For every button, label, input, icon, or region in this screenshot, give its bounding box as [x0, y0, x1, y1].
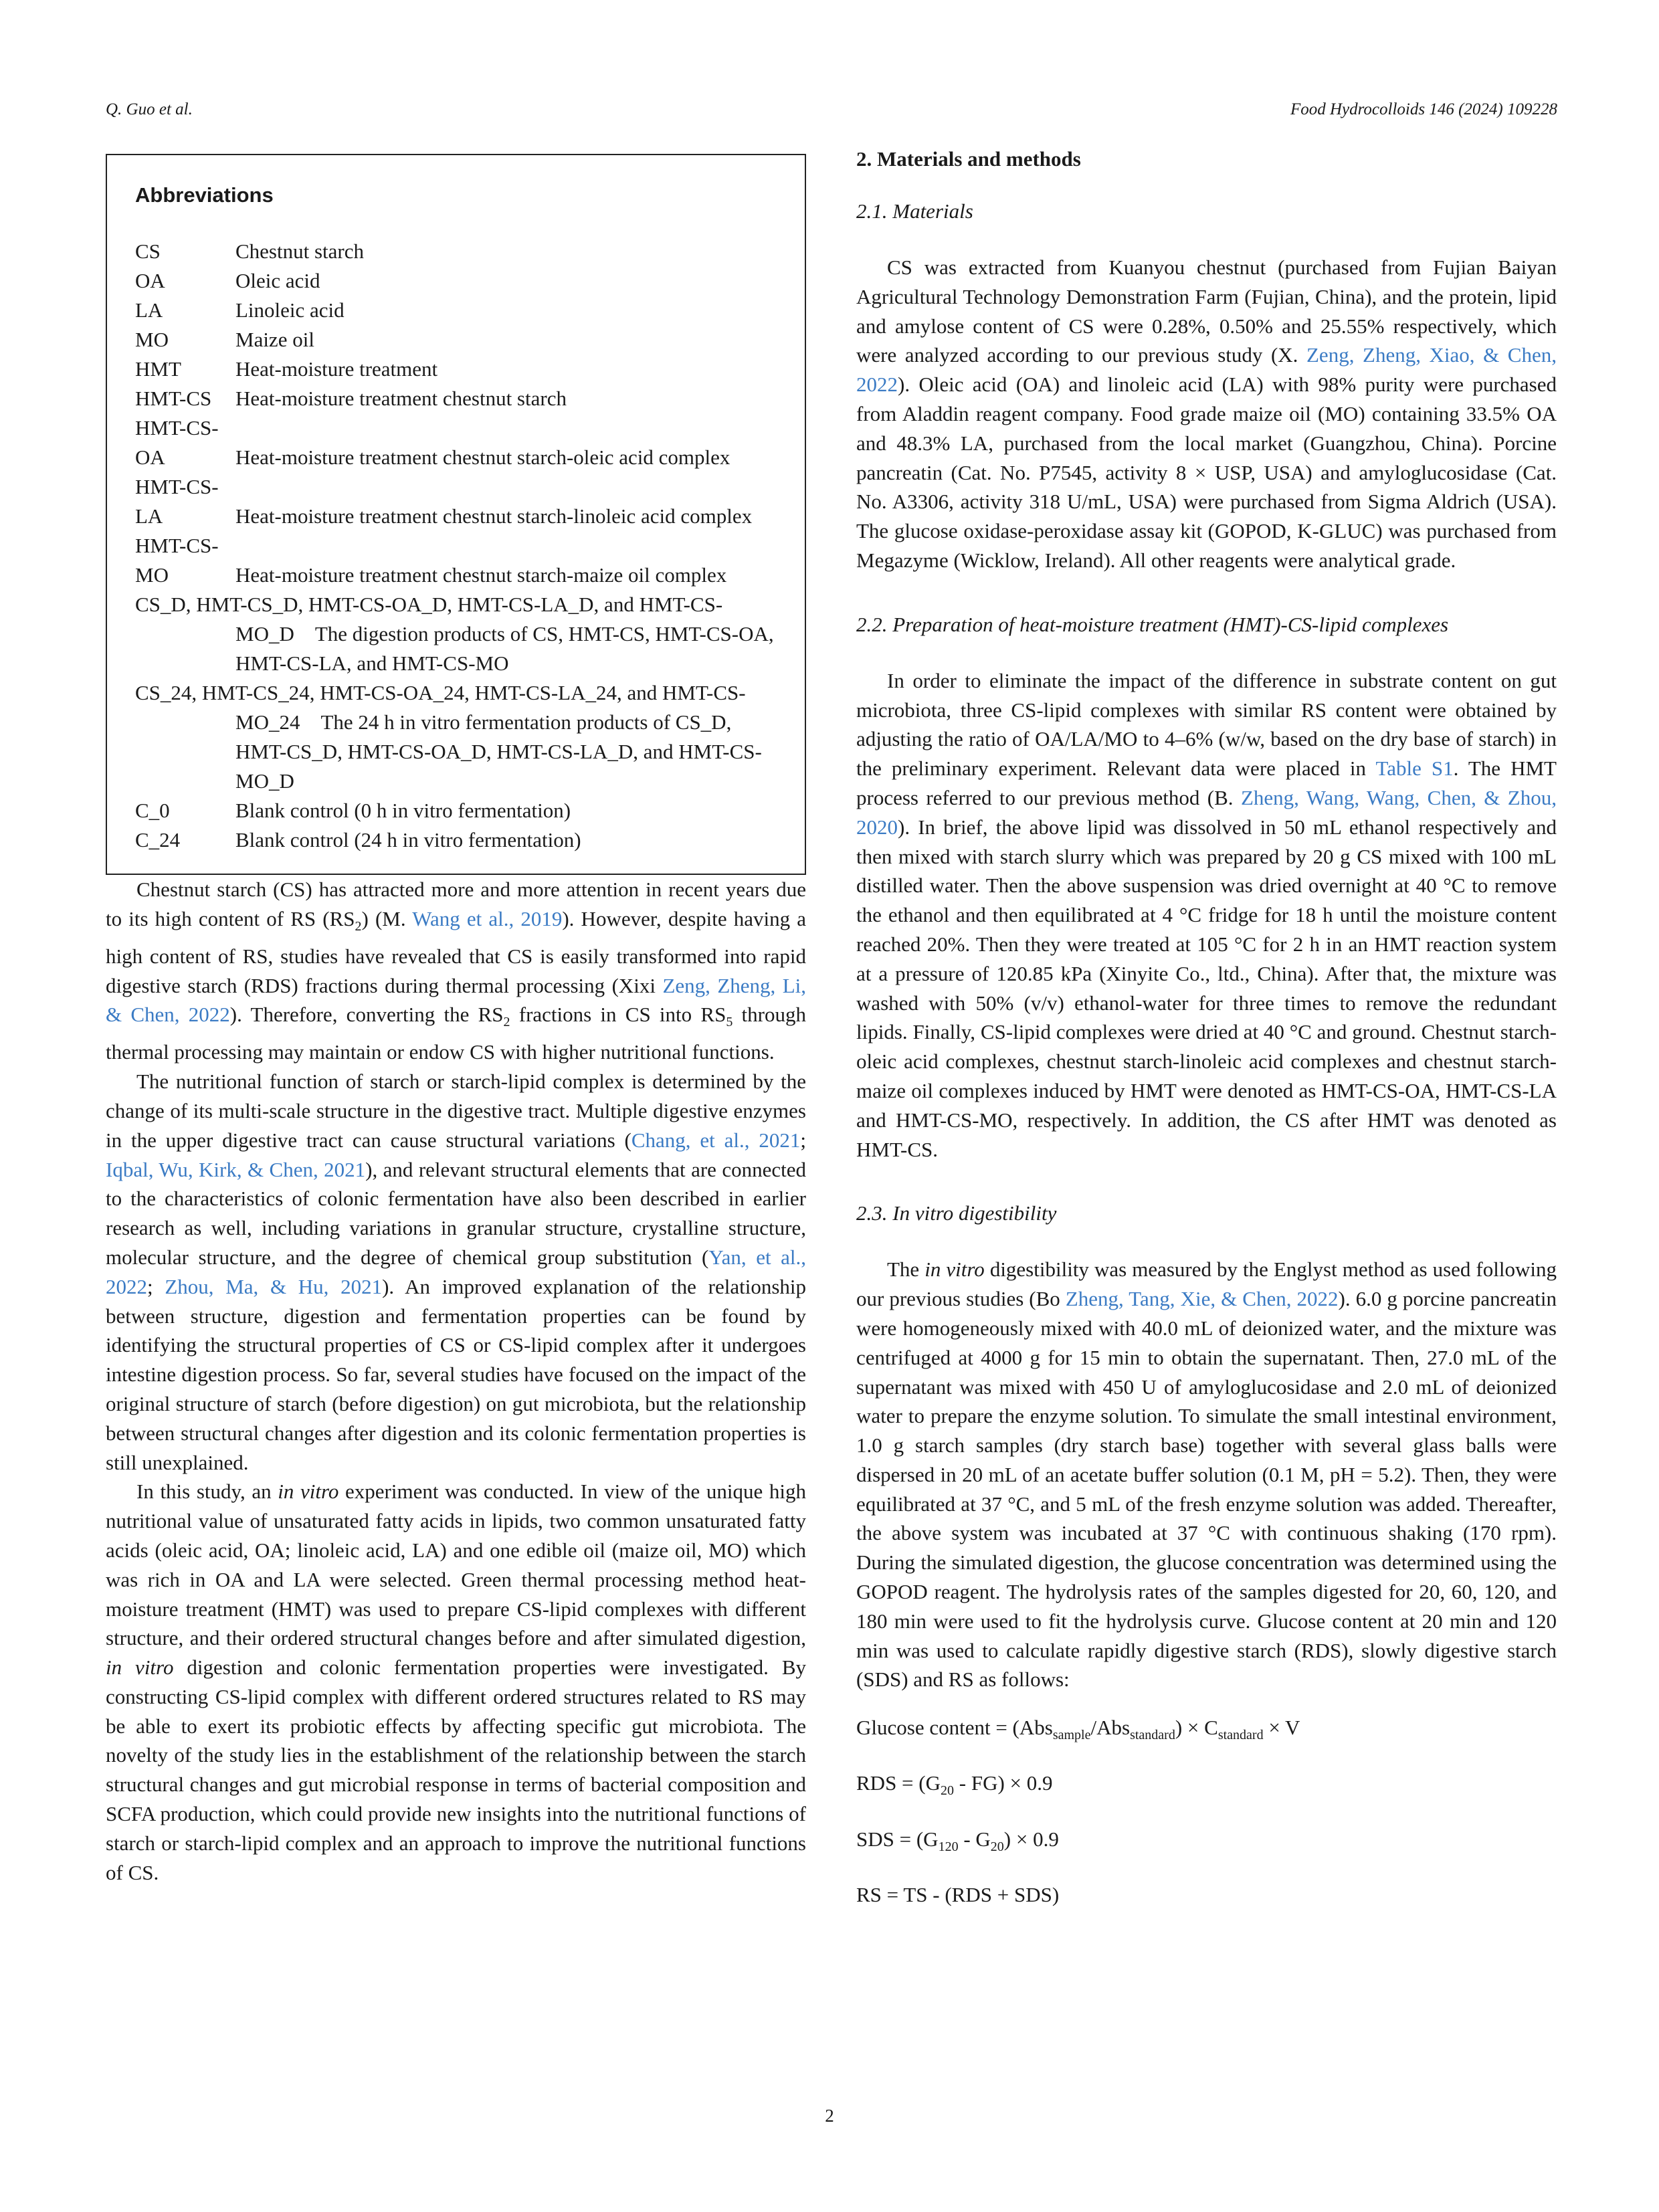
citation-link[interactable]: Zheng, Wang, Wang, Chen, & Zhou, 2020 [856, 785, 1557, 839]
abbreviation-definition: The 24 h in vitro fermentation products … [235, 710, 762, 793]
citation-link[interactable]: Zeng, Zheng, Li, & Chen, 2022 [106, 973, 806, 1027]
abbreviation-term: HMT [135, 357, 181, 381]
abbreviation-term: HMT-CS [135, 387, 212, 410]
abbreviation-definition: Heat-moisture treatment chestnut starch-… [235, 445, 730, 469]
abbreviation-term: MO [135, 328, 169, 351]
abbreviation-row: LA Linoleic acid [135, 296, 778, 325]
abbreviation-term: LA [135, 298, 163, 322]
intro-paragraph-3: In this study, an in vitro experiment wa… [106, 1480, 806, 1884]
abbreviation-row: HMT-CS-OA Heat-moisture treatment chestnu… [135, 413, 778, 472]
page-number: 2 [825, 2106, 834, 2126]
digestibility-paragraph: The in vitro digestibility was measured … [856, 1258, 1557, 1692]
abbreviation-row: C_0 Blank control (0 h in vitro fermentat… [135, 796, 778, 825]
abbreviation-term: C_24 [135, 828, 181, 851]
abbreviation-term: HMT-CS-MO [135, 534, 219, 587]
materials-paragraph: CS was extracted from Kuanyou chestnut (… [856, 256, 1557, 572]
abbreviation-definition: Heat-moisture treatment chestnut starch-… [235, 504, 753, 528]
citation-link[interactable]: Wang et al., 2019 [412, 906, 563, 930]
citation-link[interactable]: Iqbal, Wu, Kirk, & Chen, 2021 [106, 1157, 366, 1181]
preparation-paragraph: In order to eliminate the impact of the … [856, 668, 1557, 1161]
equation-glucose: Glucose content = (Abssample/Absstandard… [856, 1716, 1300, 1743]
abbreviation-row: HMT-CS-LA Heat-moisture treatment chestnu… [135, 472, 778, 531]
equation-rds: RDS = (G20 - FG) × 0.9 [856, 1771, 1053, 1799]
abbreviation-row: HMT-CS Heat-moisture treatment chestnut s… [135, 384, 778, 413]
citation-link[interactable]: Yan, et al., 2022 [106, 1245, 806, 1298]
running-header-journal: Food Hydrocolloids 146 (2024) 109228 [1290, 100, 1557, 118]
section-heading: 2. Materials and methods [856, 147, 1081, 171]
abbreviation-row: MO Maize oil [135, 325, 778, 355]
abbreviation-definition: Heat-moisture treatment chestnut starch [235, 387, 567, 410]
abbreviation-row: CS Chestnut starch [135, 237, 778, 266]
abbreviation-term: CS_D, HMT-CS_D, HMT-CS-OA_D, HMT-CS-LA_D… [135, 593, 723, 645]
abbreviation-definition: Blank control (24 h in vitro fermentatio… [235, 828, 581, 851]
abbreviation-definition: Chestnut starch [235, 239, 364, 263]
abbreviation-row: OA Oleic acid [135, 266, 778, 296]
abbreviation-definition: Maize oil [235, 328, 314, 351]
citation-link[interactable]: Zhou, Ma, & Hu, 2021 [165, 1274, 383, 1298]
abbreviation-definition: Heat-moisture treatment chestnut starch-… [235, 563, 727, 587]
abbreviation-term: CS [135, 239, 161, 263]
abbreviation-definition: Blank control (0 h in vitro fermentation… [235, 799, 571, 822]
equation-rs: RS = TS - (RDS + SDS) [856, 1882, 1060, 1906]
abbreviation-term: C_0 [135, 799, 170, 822]
abbreviation-row: C_24 Blank control (24 h in vitro ferment… [135, 825, 778, 855]
subsection-heading: 2.1. Materials [856, 199, 973, 223]
equation-sds: SDS = (G120 - G20) × 0.9 [856, 1827, 1059, 1854]
abbreviation-row: CS_D, HMT-CS_D, HMT-CS-OA_D, HMT-CS-LA_D… [135, 590, 778, 678]
subsection-heading: 2.2. Preparation of heat-moisture treatm… [856, 612, 1449, 636]
abbreviations-title: Abbreviations [135, 183, 274, 207]
citation-link[interactable]: Zheng, Tang, Xie, & Chen, 2022 [1065, 1287, 1339, 1311]
subsection-heading: 2.3. In vitro digestibility [856, 1201, 1057, 1225]
abbreviation-definition: Heat-moisture treatment [235, 357, 438, 381]
abbreviation-term: CS_24, HMT-CS_24, HMT-CS-OA_24, HMT-CS-L… [135, 681, 746, 734]
table-link[interactable]: Table S1 [1375, 757, 1454, 781]
intro-paragraph-1: Chestnut starch (CS) has attracted more … [106, 878, 807, 1064]
abbreviation-row: HMT Heat-moisture treatment [135, 355, 778, 384]
abbreviation-term: HMT-CS-OA [135, 416, 219, 469]
citation-link[interactable]: Chang, et al., 2021 [631, 1128, 801, 1152]
intro-paragraph-2: The nutritional function of starch or st… [106, 1070, 807, 1474]
running-header-authors: Q. Guo et al. [106, 100, 193, 118]
abbreviation-term: OA [135, 269, 165, 292]
abbreviation-term: HMT-CS-LA [135, 475, 219, 528]
right-column: 2. Materials and methods 2.1. Materials … [856, 147, 1557, 1909]
abbreviation-definition: Linoleic acid [235, 298, 345, 322]
abbreviation-row: HMT-CS-MO Heat-moisture treatment chestnu… [135, 531, 778, 590]
abbreviation-definition: The digestion products of CS, HMT-CS, HM… [235, 622, 774, 675]
abbreviation-definition: Oleic acid [235, 269, 320, 292]
abbreviation-row: CS_24, HMT-CS_24, HMT-CS-OA_24, HMT-CS-L… [135, 678, 778, 796]
citation-link[interactable]: Zeng, Zheng, Xiao, & Chen, 2022 [856, 343, 1557, 397]
